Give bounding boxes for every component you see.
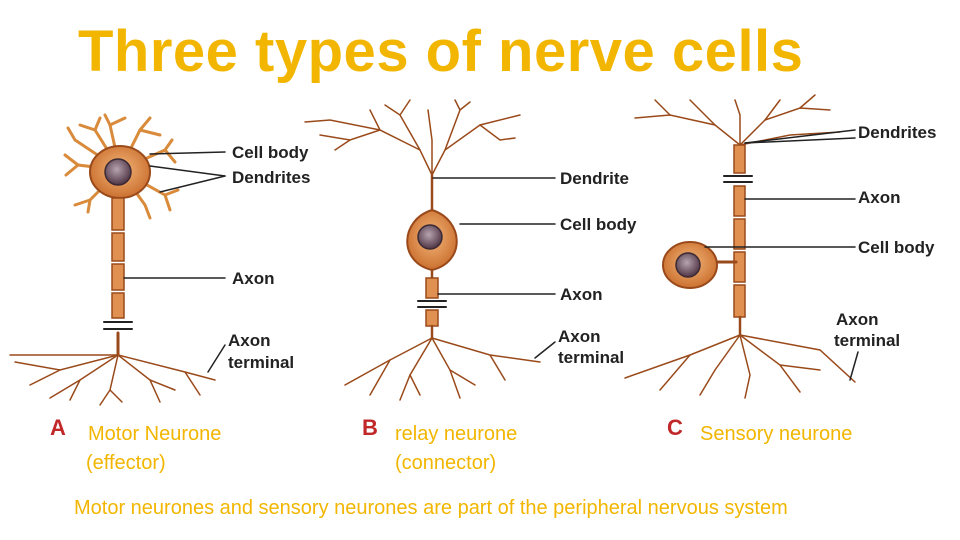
- relay-neuron-labels: Dendrite Cell body Axon Axon terminal B: [362, 169, 637, 440]
- caption-motor-neurone: Motor Neurone (effector): [86, 420, 222, 478]
- motor-neuron-illustration: [9, 113, 226, 406]
- slide-title: Three types of nerve cells: [78, 19, 804, 84]
- label-axon-terminal-b-line2: terminal: [558, 348, 624, 367]
- panel-letter-a: A: [50, 415, 66, 440]
- label-axon-terminal-a-line2: terminal: [228, 353, 294, 372]
- caption-sensory-line1: Sensory neurone: [700, 423, 853, 445]
- label-dendrite-b: Dendrite: [560, 169, 629, 188]
- caption-relay-line1: relay neurone: [395, 423, 518, 445]
- label-cell-body-a: Cell body: [232, 143, 309, 162]
- label-axon-terminal-c-line2: terminal: [834, 331, 900, 350]
- label-axon-terminal-b-line1: Axon: [558, 327, 601, 346]
- caption-motor-line2: (effector): [86, 452, 166, 474]
- panel-letter-b: B: [362, 415, 378, 440]
- motor-neuron-labels: Cell body Dendrites Axon Axon terminal A: [50, 143, 310, 440]
- caption-motor-line1: Motor Neurone: [88, 423, 222, 445]
- sensory-neuron-illustration: [624, 94, 859, 399]
- label-dendrites-c: Dendrites: [858, 123, 936, 142]
- label-dendrites-a: Dendrites: [232, 168, 310, 187]
- label-cell-body-c: Cell body: [858, 238, 935, 257]
- label-axon-terminal-c-line1: Axon: [836, 310, 879, 329]
- caption-relay-line2: (connector): [395, 452, 497, 474]
- caption-sensory-neurone: Sensory neurone: [700, 420, 852, 449]
- panel-letter-c: C: [667, 415, 683, 440]
- footer-note: Motor neurones and sensory neurones are …: [74, 497, 788, 519]
- label-cell-body-b: Cell body: [560, 215, 637, 234]
- label-axon-terminal-a-line1: Axon: [228, 331, 271, 350]
- relay-neuron-illustration: [304, 99, 556, 401]
- sensory-neuron-labels: Dendrites Axon Cell body Axon terminal C: [667, 123, 936, 440]
- label-axon-a: Axon: [232, 269, 275, 288]
- label-axon-c: Axon: [858, 188, 901, 207]
- caption-relay-neurone: relay neurone (connector): [395, 420, 517, 478]
- label-axon-b: Axon: [560, 285, 603, 304]
